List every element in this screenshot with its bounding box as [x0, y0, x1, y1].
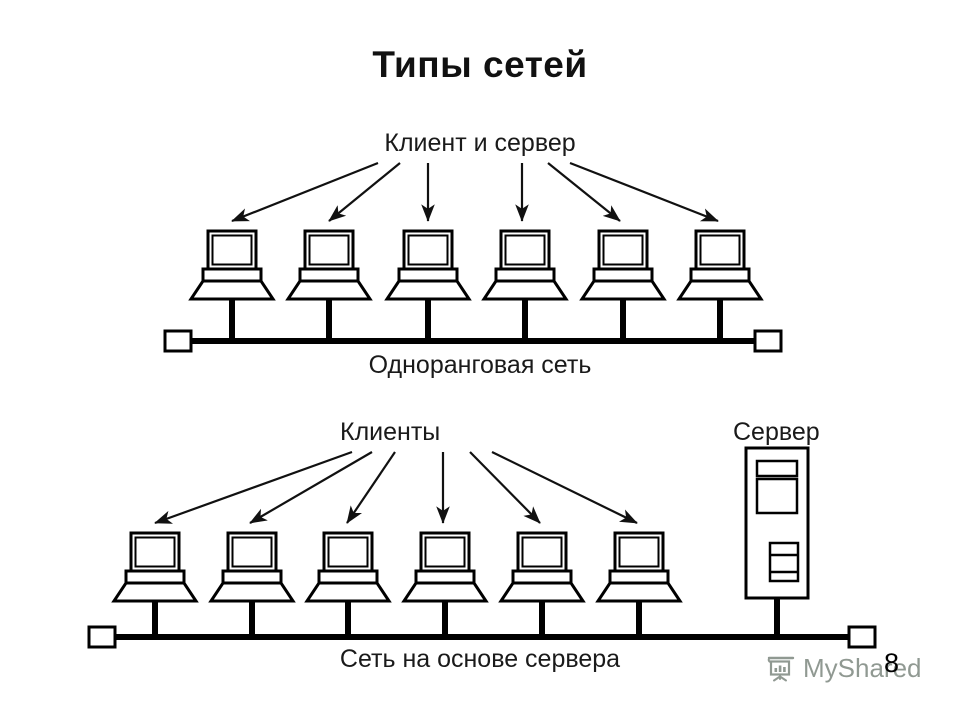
arrow-to-node-3: [346, 451, 396, 524]
arrow-group-client-server: [231, 161, 719, 223]
computer-node: [305, 531, 391, 603]
arrow-to-node-2: [249, 451, 373, 524]
arrow-to-node-5: [469, 451, 541, 524]
label-client-and-server: Клиент и сервер: [384, 129, 576, 157]
computer-node: [499, 531, 585, 603]
computer-node: [482, 229, 568, 301]
peer-to-peer-diagram: [163, 161, 783, 353]
computer-node: [112, 531, 198, 603]
arrow-to-node-6: [569, 161, 719, 223]
watermark-text: MyShared: [803, 653, 922, 683]
computer-node: [189, 229, 275, 301]
computer-node: [286, 229, 372, 301]
page-title: Типы сетей: [372, 44, 588, 85]
arrow-to-node-1: [231, 161, 379, 223]
presentation-chart-icon: [767, 656, 795, 681]
label-server: Сервер: [733, 418, 820, 446]
arrow-to-node-2: [328, 162, 401, 222]
drop-line-group-2: [152, 598, 780, 637]
computer-node: [580, 229, 666, 301]
bus-terminator-right: [753, 329, 783, 353]
label-clients: Клиенты: [340, 418, 441, 446]
arrow-to-node-6: [491, 451, 638, 524]
label-server-based-network: Сеть на основе сервера: [339, 645, 621, 673]
watermark: MyShared: [766, 653, 922, 684]
bus-terminator-right: [847, 625, 877, 649]
server-tower-node: [744, 446, 810, 600]
computer-node: [209, 531, 295, 603]
arrow-to-node-1: [154, 450, 353, 525]
page-number: 8: [884, 648, 900, 678]
bus-terminator-left: [163, 329, 193, 353]
computer-node: [402, 531, 488, 603]
computer-node: [596, 531, 682, 603]
server-based-diagram: [87, 446, 877, 649]
computer-node: [385, 229, 471, 301]
arrow-group-clients: [154, 450, 638, 525]
computer-node: [677, 229, 763, 301]
bus-terminator-left: [87, 625, 117, 649]
drop-line-group-1: [229, 298, 723, 341]
label-peer-to-peer-network: Одноранговая сеть: [368, 351, 592, 379]
arrow-to-node-5: [547, 162, 621, 222]
